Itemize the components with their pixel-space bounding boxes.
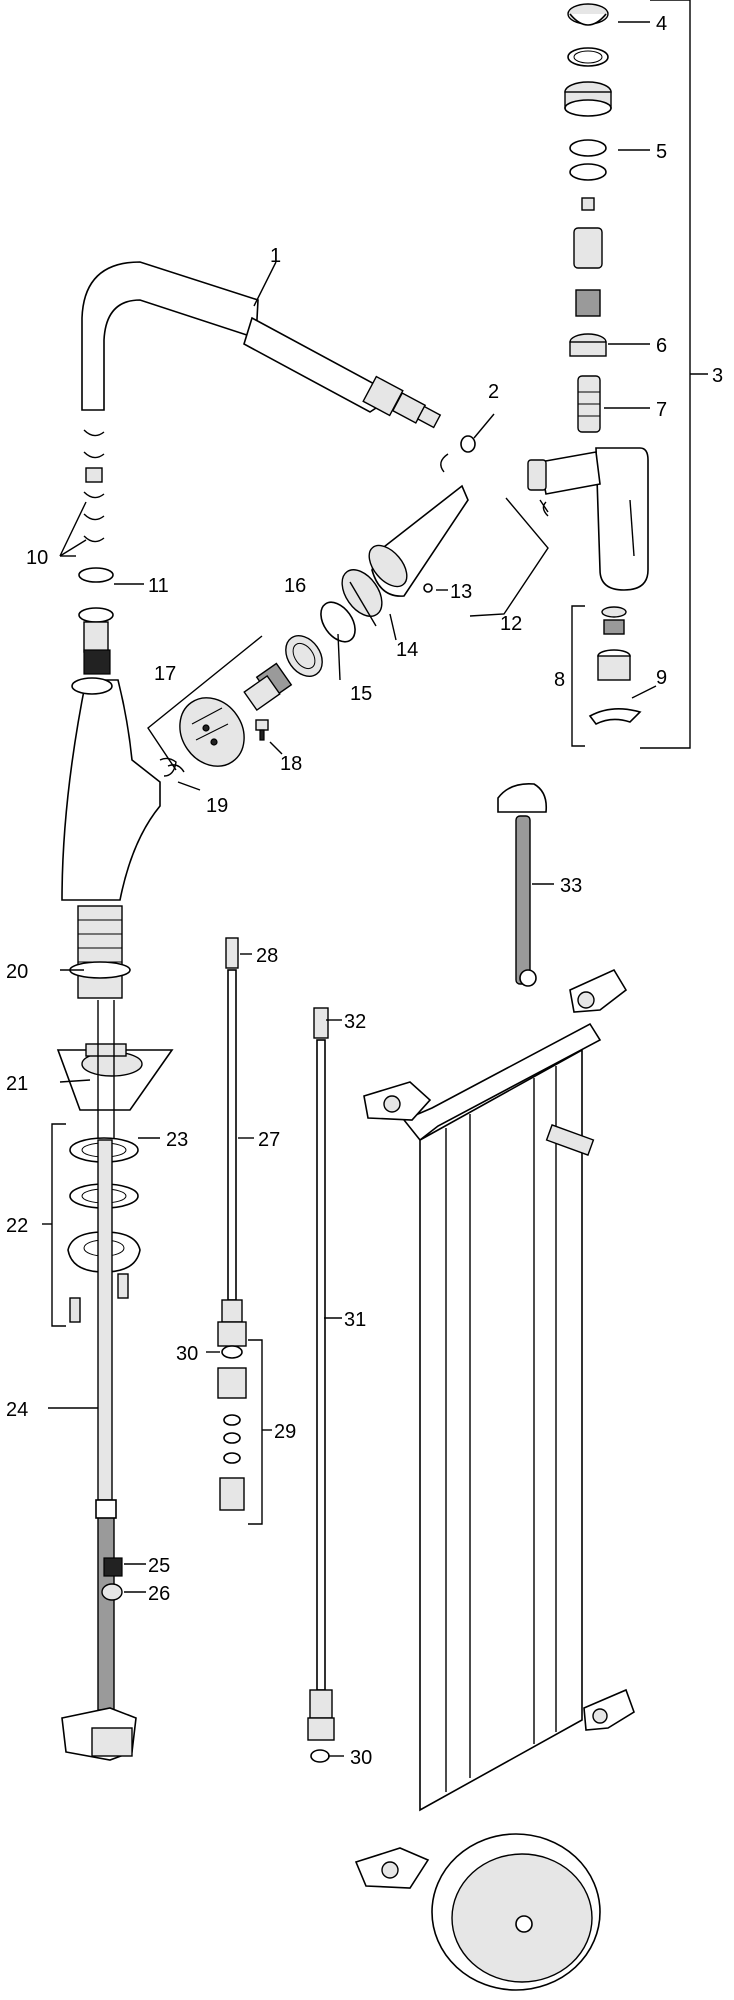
callout-7: 7 [656,399,667,421]
nut-part-15 [285,635,323,677]
o-ring-part-11 [78,567,114,675]
rail-housing [402,1022,602,1812]
bracket-bottom [354,1847,430,1889]
grub-screw-part-13 [423,583,433,593]
callout-33: 33 [560,875,582,897]
callout-16: 16 [284,575,306,597]
leader-lines [42,0,708,1757]
lever-handle-part-12 [368,484,469,597]
callout-25: 25 [148,1555,170,1577]
callout-31: 31 [344,1309,366,1331]
callout-24: 24 [6,1399,28,1421]
spout-part [81,261,442,429]
aerator-cap-part-4 [567,3,609,26]
weight-bracket [61,1707,137,1761]
callout-30-bottom: 30 [350,1747,372,1769]
clip-part-9 [588,708,642,726]
hose-part-24 [95,1139,117,1711]
callout-labels: 1 2 3 4 5 6 7 8 9 10 11 12 13 14 15 16 1… [6,13,723,1769]
o-rings-part-5 [569,139,607,181]
bracket-top [569,968,628,1013]
nut-part-25 [103,1557,123,1577]
screw-part-18 [255,719,269,741]
callout-18: 18 [280,753,302,775]
callout-6: 6 [656,335,667,357]
callout-30-top: 30 [176,1343,198,1365]
callout-8: 8 [554,669,565,691]
supply-hose-part-31 [307,1007,335,1763]
guide-rail-part-33 [497,782,548,987]
callout-2: 2 [488,381,499,403]
o-ring-part-16 [320,601,356,643]
faucet-body [61,677,161,901]
housing-ring-part-6 [569,333,607,357]
callout-20: 20 [6,961,28,983]
callout-5: 5 [656,141,667,163]
callout-27: 27 [258,1129,280,1151]
quick-connect-rings-part-10 [83,429,105,543]
aerator-insert-part-8 [597,606,631,681]
callout-23: 23 [166,1129,188,1151]
callout-29: 29 [274,1421,296,1443]
callout-4: 4 [656,13,667,35]
o-ring-part-2 [440,435,476,473]
callout-3: 3 [712,365,723,387]
clip-part-19 [159,757,185,777]
callout-15: 15 [350,683,372,705]
horseshoe-plate-part-21 [56,1000,174,1140]
callout-21: 21 [6,1073,28,1095]
callout-9: 9 [656,667,667,689]
callout-11: 11 [148,575,169,597]
callout-14: 14 [396,639,418,661]
threaded-shank-part-20 [69,905,131,999]
callout-26: 26 [148,1583,170,1605]
callout-17: 17 [154,663,176,685]
callout-12: 12 [500,613,522,635]
spray-head-housing [527,447,649,591]
callout-32: 32 [344,1011,366,1033]
spring-valve-part-7 [577,375,601,433]
callout-10: 10 [26,547,48,569]
cartridge-part-17 [179,662,293,767]
nut-part-26 [101,1583,123,1601]
supply-hose-part-27 [217,937,247,1347]
callout-13: 13 [450,581,472,603]
bracket-left [363,1081,432,1121]
bracket-lower [583,1688,635,1731]
nut-part [564,81,612,117]
callout-22: 22 [6,1215,28,1237]
callout-19: 19 [206,795,228,817]
seal-ring-part [567,47,609,67]
check-valve-stack [573,197,603,317]
callout-1: 1 [270,245,281,267]
base-plate [431,1833,601,1991]
cover-ring-part-14 [341,569,383,617]
callout-28: 28 [256,945,278,967]
adapter-part-29 [217,1345,247,1511]
